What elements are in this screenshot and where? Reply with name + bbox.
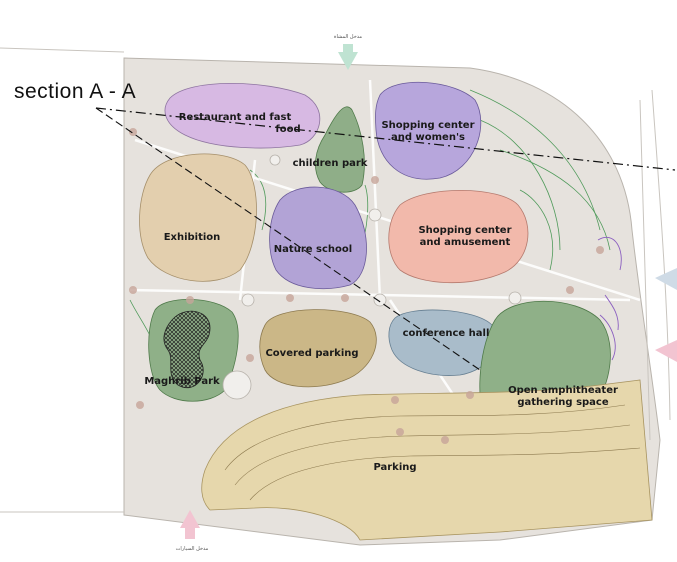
- entrance-bottom-arrow: مدخل السيارات: [176, 510, 209, 552]
- restaurant-zone[interactable]: [164, 83, 321, 149]
- restaurant-label: Restaurant and fast: [179, 112, 292, 123]
- trees: [129, 128, 604, 444]
- parking-zone[interactable]: [201, 379, 653, 541]
- nature-school-zone[interactable]: [269, 186, 367, 290]
- parking-bays: [224, 404, 641, 501]
- restaurant-label-2: food: [275, 124, 300, 135]
- parking-label: Parking: [373, 462, 416, 473]
- children-park-label: children park: [293, 158, 368, 169]
- shopping-amusement-label-2: and amusement: [420, 237, 511, 248]
- shopping-amusement-label: Shopping center: [418, 225, 511, 236]
- maghrib-park-label: Maghrib Park: [144, 376, 220, 387]
- conference-hall-label: conference hall: [403, 328, 490, 339]
- entrance-top-arrow: مدخل المشاة: [334, 34, 362, 70]
- section-label: section A - A: [14, 80, 137, 103]
- children-park-zone[interactable]: [315, 106, 365, 193]
- outer-road: [0, 47, 671, 513]
- shopping-amusement-zone[interactable]: [388, 189, 529, 284]
- exhibition-label: Exhibition: [164, 232, 221, 243]
- amphitheater-label: Open amphitheater: [508, 385, 618, 396]
- section-line-diagonal: [95, 107, 481, 371]
- entrance-east-arrow: [655, 268, 677, 362]
- nature-school-label: Nature school: [274, 244, 352, 255]
- covered-parking-zone[interactable]: [259, 309, 377, 388]
- exhibition-zone[interactable]: [139, 153, 257, 282]
- shopping-women-label-2: and women's: [391, 132, 465, 143]
- section-line: [95, 107, 676, 171]
- amphitheater-label-2: gathering space: [517, 397, 608, 408]
- plaza-nodes: [222, 154, 522, 400]
- entrance-bottom-text: مدخل السيارات: [176, 546, 209, 552]
- shopping-women-zone[interactable]: [375, 81, 482, 180]
- covered-parking-label: Covered parking: [265, 348, 358, 359]
- east-features: [597, 237, 622, 361]
- shopping-women-label: Shopping center: [381, 120, 474, 131]
- maghrib-park-hatch: [163, 310, 211, 388]
- entrance-top-text: مدخل المشاة: [334, 34, 362, 40]
